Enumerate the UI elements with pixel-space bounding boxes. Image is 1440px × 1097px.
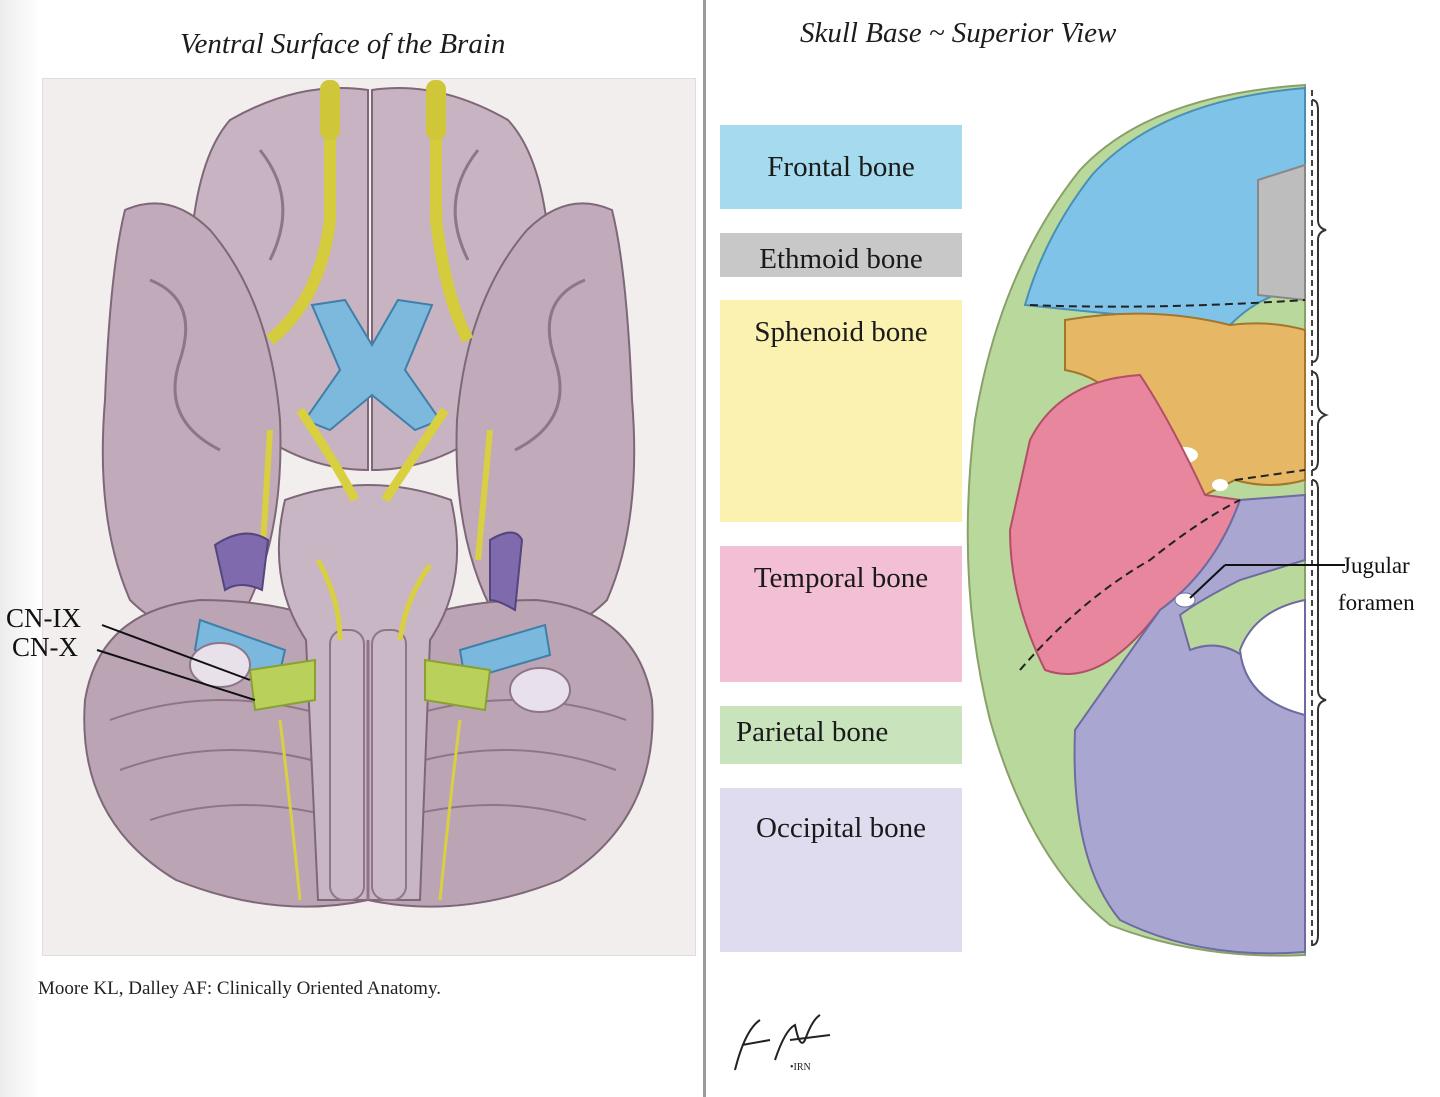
jugular-label-line1: Jugular	[1342, 553, 1410, 578]
legend-ethmoid-label: Ethmoid bone	[759, 243, 923, 275]
legend-frontal: Frontal bone	[720, 125, 962, 209]
skull-title: Skull Base ~ Superior View	[800, 17, 1117, 49]
artist-signature: •IRN	[734, 1014, 831, 1073]
legend-ethmoid: Ethmoid bone	[720, 233, 962, 277]
legend-parietal: Parietal bone	[720, 706, 962, 764]
page-edge-shadow	[0, 0, 40, 1097]
brain-title: Ventral Surface of the Brain	[180, 28, 506, 60]
legend-sphenoid-label: Sphenoid bone	[754, 316, 928, 348]
skull-base-illustration	[966, 83, 1345, 957]
jugular-label-line2: foramen	[1338, 590, 1415, 615]
legend-parietal-label: Parietal bone	[736, 716, 889, 748]
legend-temporal-label: Temporal bone	[753, 562, 929, 594]
citation: Moore KL, Dalley AF: Clinically Oriented…	[38, 978, 441, 999]
legend-temporal: Temporal bone	[720, 546, 962, 682]
legend-occipital: Occipital bone	[720, 788, 962, 952]
legend-frontal-label: Frontal bone	[767, 151, 915, 183]
brain-illustration	[83, 80, 654, 908]
label-cn-x: CN-X	[12, 632, 78, 662]
label-cn-ix: CN-IX	[6, 603, 81, 633]
legend-occipital-label: Occipital bone	[756, 812, 926, 844]
legend-sphenoid: Sphenoid bone	[720, 300, 962, 522]
svg-text:•IRN: •IRN	[790, 1062, 811, 1073]
panel-divider	[703, 0, 706, 1097]
